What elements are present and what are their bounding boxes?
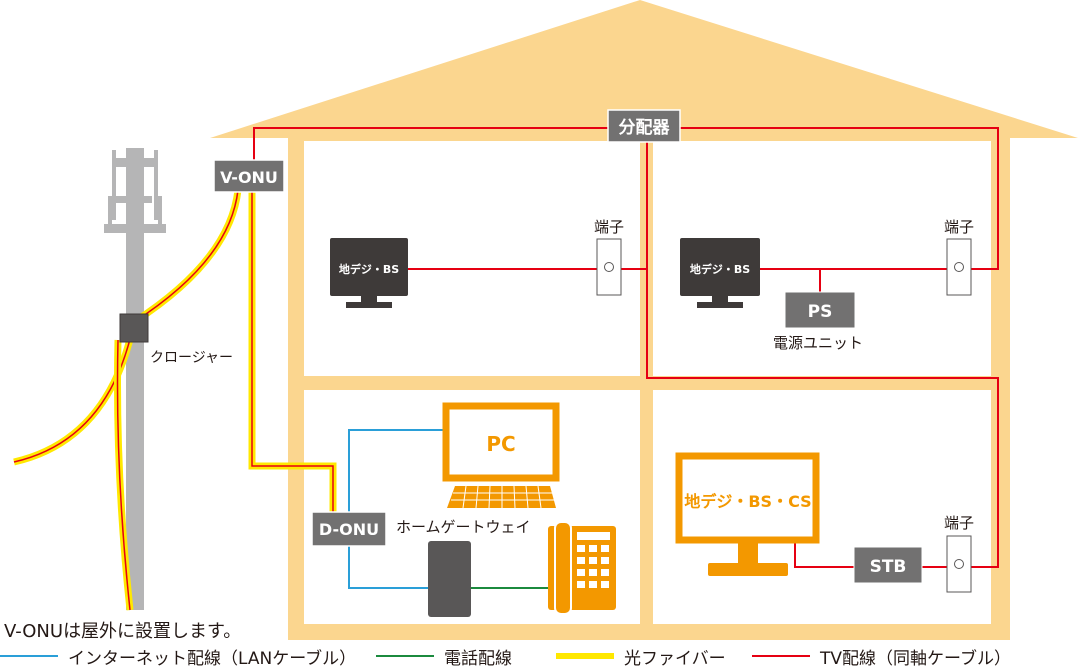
pc-label: PC — [486, 432, 515, 456]
tv-coax-lines — [253, 127, 999, 568]
legend-label-fiber: 光ファイバー — [624, 648, 726, 669]
splitter-label: 分配器 — [619, 118, 671, 138]
legend-swatch-lan — [0, 655, 58, 657]
terminal-2 — [946, 238, 972, 296]
tv-monitor-1: 地デジ・BS — [330, 238, 408, 308]
legend-item-tv: TV配線（同軸ケーブル） — [752, 644, 1011, 669]
pc-keyboard-keys — [451, 485, 554, 509]
tv-monitor-3: 地デジ・BS・CS — [675, 452, 820, 576]
legend-label-lan: インターネット配線（LANケーブル） — [68, 648, 357, 669]
pc: PC — [442, 402, 560, 509]
tv-2-label: 地デジ・BS — [690, 262, 750, 276]
stb: STB — [853, 546, 923, 584]
tv-monitor-2: 地デジ・BS — [680, 238, 760, 308]
d-onu: D-ONU — [311, 511, 387, 547]
closure-box — [119, 313, 149, 343]
legend-label-phone: 電話配線 — [444, 648, 512, 669]
terminal-3 — [946, 535, 972, 593]
terminal-1-label: 端子 — [594, 218, 624, 236]
fiber-lines — [13, 189, 337, 611]
ps-unit: PS — [784, 291, 856, 329]
home-gateway-device — [428, 541, 471, 617]
v-onu: V-ONU — [213, 159, 285, 193]
legend-swatch-fiber — [556, 653, 614, 659]
tv-1-label: 地デジ・BS — [339, 262, 399, 276]
terminal-3-label: 端子 — [944, 514, 974, 532]
house-roof — [210, 0, 1078, 138]
telephone — [548, 521, 616, 615]
v-onu-label: V-ONU — [220, 168, 278, 187]
legend-swatch-tv — [752, 655, 810, 657]
legend-item-phone: 電話配線 — [376, 644, 512, 669]
ps-label: PS — [808, 302, 833, 322]
stb-label: STB — [870, 557, 907, 577]
terminal-1 — [596, 238, 622, 296]
terminal-2-label: 端子 — [944, 218, 974, 236]
d-onu-label: D-ONU — [319, 520, 379, 539]
utility-pole — [104, 148, 166, 610]
tv-3-label: 地デジ・BS・CS — [684, 492, 811, 511]
splitter: 分配器 — [607, 109, 681, 143]
closure-label: クロージャー — [150, 350, 233, 366]
note-text: V-ONUは屋外に設置します。 — [4, 621, 242, 642]
lan-lines — [348, 429, 444, 589]
telephone-keypad — [577, 545, 609, 588]
legend-swatch-phone — [376, 655, 434, 657]
legend: インターネット配線（LANケーブル） 電話配線 光ファイバー TV配線（同軸ケー… — [0, 644, 1080, 669]
legend-label-tv: TV配線（同軸ケーブル） — [820, 648, 1011, 669]
legend-item-fiber: 光ファイバー — [556, 644, 726, 669]
ps-caption: 電源ユニット — [773, 334, 863, 352]
legend-item-lan: インターネット配線（LANケーブル） — [0, 644, 357, 669]
home-gateway-label: ホームゲートウェイ — [396, 518, 531, 536]
